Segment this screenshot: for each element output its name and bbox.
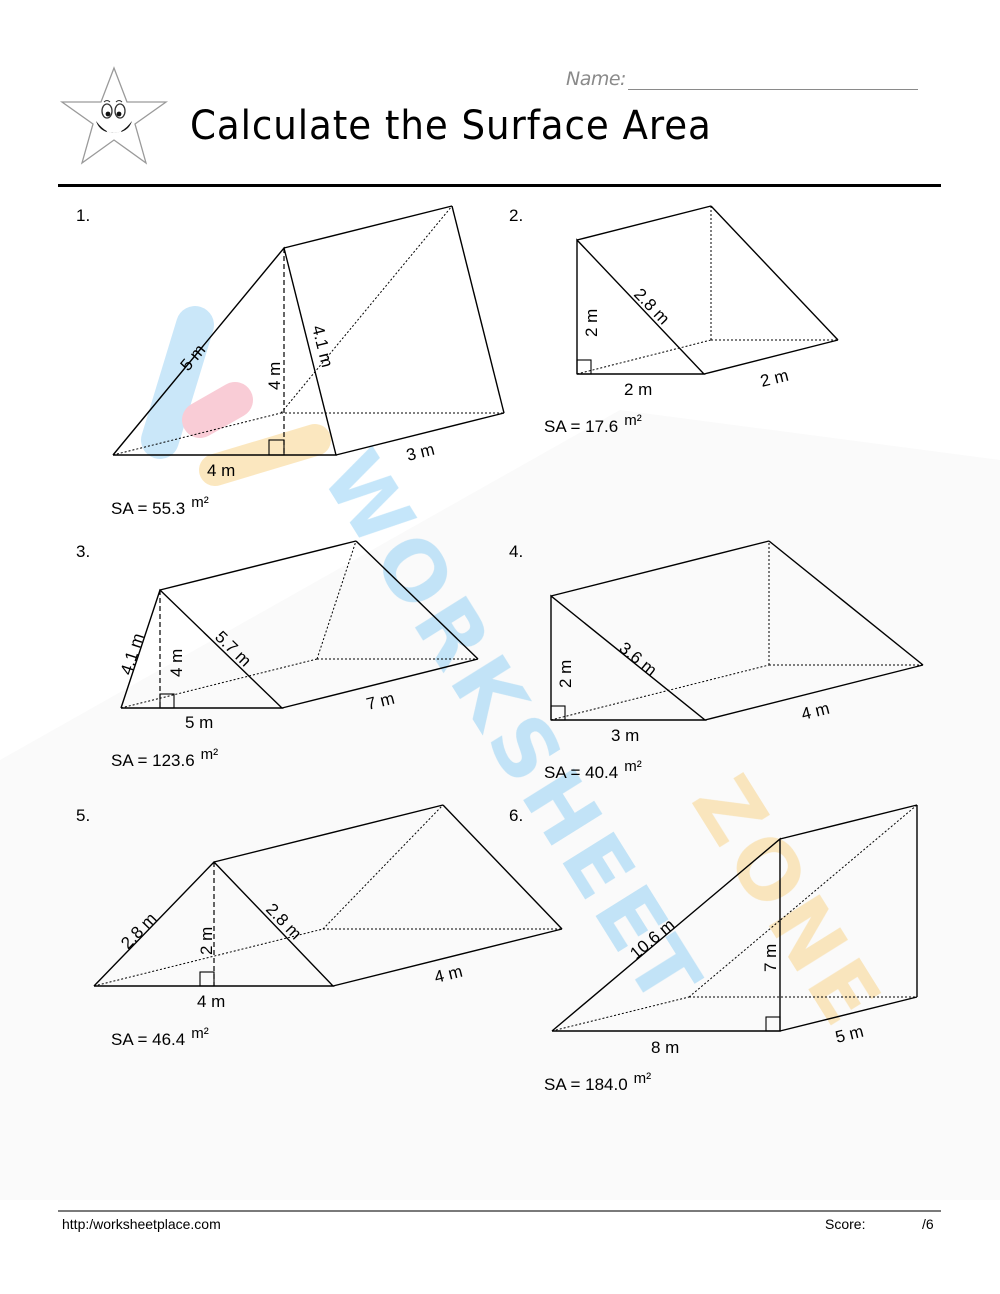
- header-divider: [58, 184, 941, 187]
- problem-4-number: 4.: [509, 542, 524, 561]
- footer-divider: [58, 1210, 941, 1212]
- svg-text:4 m: 4 m: [265, 362, 284, 390]
- svg-text:2 m: 2 m: [758, 366, 790, 391]
- svg-text:4 m: 4 m: [167, 649, 186, 677]
- svg-text:8 m: 8 m: [651, 1038, 679, 1057]
- prism-1-diagram: [112, 205, 505, 456]
- svg-text:4 m: 4 m: [207, 461, 235, 480]
- svg-text:7 m: 7 m: [761, 944, 780, 972]
- svg-text:2 m: 2 m: [624, 380, 652, 399]
- answer-value: 55.3: [152, 499, 186, 518]
- problem-6-number: 6.: [509, 806, 524, 825]
- smiling-star-icon: [59, 66, 169, 165]
- name-field[interactable]: Name:: [566, 68, 918, 90]
- problem-3-number: 3.: [76, 542, 91, 561]
- problem-1-number: 1.: [76, 206, 91, 225]
- answer-value: 46.4: [152, 1030, 186, 1049]
- answer-value: 123.6: [152, 751, 195, 770]
- header: Name: Calculate the Surface Area: [0, 0, 1000, 190]
- prism-4-diagram: [550, 540, 924, 721]
- footer-url-link[interactable]: http:/worksheetplace.com: [62, 1216, 221, 1232]
- prism-6-diagram: [551, 804, 918, 1032]
- background-shade: [0, 410, 1000, 1200]
- name-underline[interactable]: [627, 70, 918, 90]
- watermark-logo: [141, 306, 331, 486]
- prism-2-diagram: [576, 205, 839, 375]
- svg-text:3 m: 3 m: [611, 726, 639, 745]
- svg-text:4.1 m: 4.1 m: [117, 631, 148, 677]
- prism-2-labels: 2 m 2.8 m 2 m 2 m: [582, 285, 790, 399]
- svg-text:3 m: 3 m: [404, 440, 436, 465]
- name-label: Name:: [566, 68, 626, 90]
- prism-5-diagram: [93, 804, 563, 987]
- svg-text:4 m: 4 m: [197, 992, 225, 1011]
- prism-3-diagram: [120, 540, 479, 709]
- svg-text:2 m: 2 m: [582, 309, 601, 337]
- answer-value: 17.6: [585, 417, 619, 436]
- score-total: /6: [922, 1216, 934, 1232]
- problem-5-number: 5.: [76, 806, 91, 825]
- score-label: Score:: [825, 1216, 866, 1232]
- answer-value: 40.4: [585, 763, 619, 782]
- svg-text:2.8 m: 2.8 m: [630, 285, 673, 329]
- answer-value: 184.0: [585, 1075, 628, 1094]
- svg-text:5 m: 5 m: [185, 713, 213, 732]
- svg-text:2 m: 2 m: [556, 660, 575, 688]
- svg-text:2 m: 2 m: [197, 927, 216, 955]
- page-title: Calculate the Surface Area: [190, 103, 712, 149]
- problem-2-number: 2.: [509, 206, 524, 225]
